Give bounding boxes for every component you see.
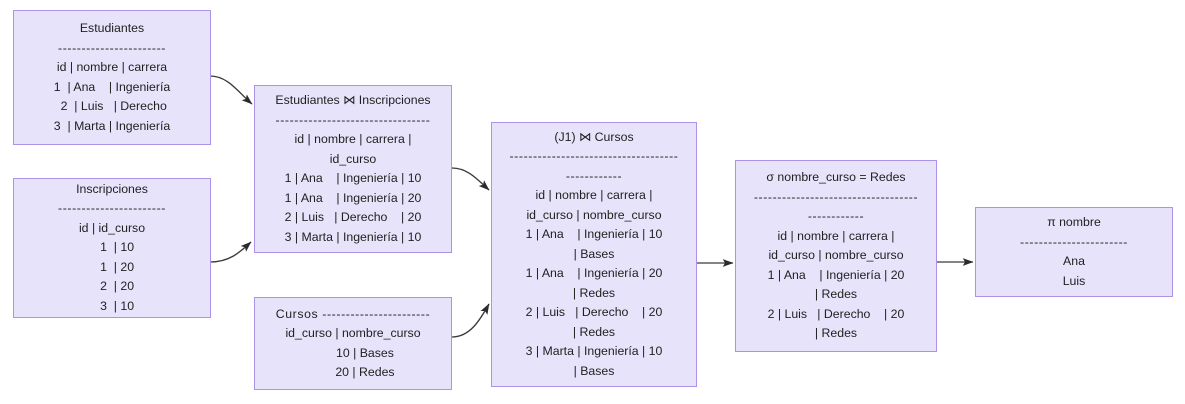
node-line: 3 | 10: [89, 298, 135, 313]
edge-join1-to-join2: [451, 167, 490, 191]
node-line: Estudiantes: [79, 21, 145, 35]
edge-cursos-to-join2: [451, 303, 490, 338]
node-line: 2 | Luis | Derecho | 20: [767, 306, 905, 321]
node-divider: -----------------------: [58, 201, 166, 216]
node-line: id_curso: [329, 151, 377, 166]
node-line: 1 | Ana | Ingeniería | 10: [525, 227, 663, 242]
node-line: id | nombre | carrera |: [535, 188, 653, 203]
node-line: id_curso | nombre_curso: [285, 326, 421, 340]
node-line: π nombre: [1047, 215, 1101, 229]
node-line: | Redes: [814, 287, 858, 302]
node-line: 20 | Redes: [311, 365, 395, 379]
edge-inscripciones-to-join1: [209, 241, 252, 263]
node-line: 1 | 10: [89, 240, 135, 255]
node-line: | Redes: [814, 326, 858, 341]
node-line: | Bases: [573, 363, 615, 378]
node-line: id_curso | nombre_curso: [768, 248, 904, 263]
node-line: 1 | Ana | Ingeniería | 20: [767, 267, 905, 282]
node-line: Luis: [1062, 273, 1086, 288]
node-line: 2 | Luis | Derecho: [57, 99, 167, 113]
projection-nombre[interactable]: π nombre ----------------------- Ana Lui…: [975, 207, 1173, 297]
node-line: σ nombre_curso = Redes: [766, 170, 906, 185]
node-line: Estudiantes ⋈ Inscripciones: [275, 93, 431, 107]
node-line: id | nombre | carrera |: [294, 132, 412, 146]
edge-estudiantes-to-join1: [209, 75, 253, 105]
node-divider-short: ------------: [565, 168, 623, 183]
estudiantes-table[interactable]: Estudiantes ----------------------- id |…: [13, 10, 211, 145]
node-divider: -----------------------: [1020, 234, 1128, 249]
join-j1-cursos[interactable]: (J1) ⋈ Cursos --------------------------…: [491, 122, 697, 387]
node-divider: ------------------------------------: [509, 149, 679, 164]
node-line: 2 | Luis | Derecho | 20: [284, 210, 422, 224]
node-line: id | id_curso: [78, 220, 146, 235]
node-line: 10 | Bases: [312, 345, 394, 360]
node-divider: ---------------------------------: [275, 112, 431, 127]
node-divider-short: ------------: [807, 209, 865, 224]
node-line: | Redes: [572, 324, 616, 339]
node-line: 1 | Ana | Ingeniería | 20: [284, 190, 422, 205]
node-line: Inscripciones: [76, 181, 148, 196]
node-line: 3 | Marta | Ingeniería | 10: [525, 344, 663, 359]
node-line: (J1) ⋈ Cursos: [554, 129, 634, 144]
node-line: 1 | Ana | Ingeniería | 20: [525, 266, 663, 281]
node-line: Ana: [1063, 254, 1085, 268]
node-divider: -----------------------------------: [753, 189, 919, 204]
node-line: 3 | Marta | Ingeniería: [53, 118, 171, 133]
node-line: 2 | Luis | Derecho | 20: [525, 305, 663, 320]
node-line: 1 | 20: [89, 259, 135, 274]
node-line: id_curso | nombre_curso: [526, 207, 662, 222]
node-divider: -----------------------: [58, 40, 166, 55]
join-estudiantes-inscripciones[interactable]: Estudiantes ⋈ Inscripciones ------------…: [254, 85, 452, 253]
node-line: id | nombre | carrera |: [777, 228, 895, 243]
node-title-line: Cursos -----------------------: [275, 306, 431, 321]
node-line: | Redes: [572, 285, 616, 300]
node-line: 1 | Ana | Ingeniería | 10: [284, 171, 422, 185]
node-line: 2 | 20: [89, 279, 135, 294]
node-line: 1 | Ana | Ingeniería: [53, 79, 171, 94]
cursos-table[interactable]: Cursos ----------------------- id_curso …: [254, 297, 452, 390]
node-line: 3 | Marta | Ingeniería | 10: [284, 229, 422, 244]
node-line: id | nombre | carrera: [56, 60, 168, 74]
inscripciones-table[interactable]: Inscripciones ----------------------- id…: [13, 178, 211, 318]
selection-nombre-curso-redes[interactable]: σ nombre_curso = Redes -----------------…: [735, 160, 937, 352]
node-line: | Bases: [573, 246, 615, 261]
